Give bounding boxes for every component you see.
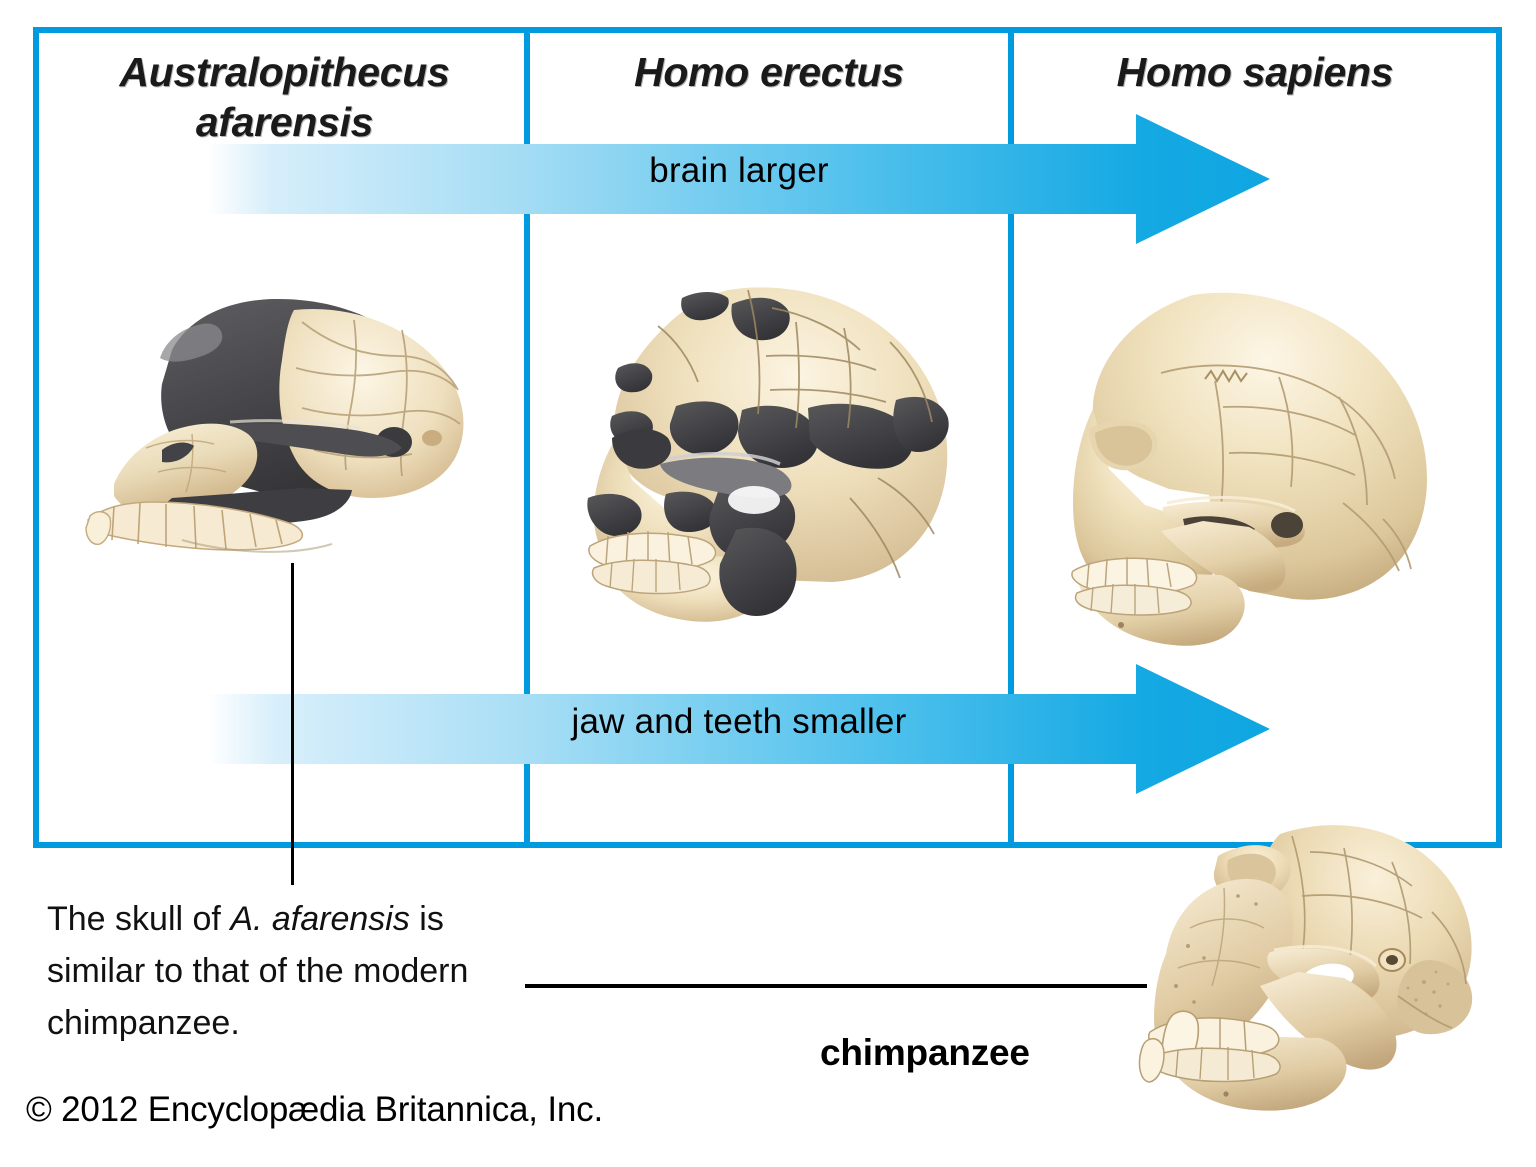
- copyright-notice: © 2012 Encyclopædia Britannica, Inc.: [26, 1090, 603, 1129]
- annotation-text-part1: The skull of: [47, 900, 231, 938]
- leader-line-caption-to-chimpanzee: [525, 984, 1147, 988]
- chimpanzee-skull-icon: [1130, 800, 1530, 1120]
- column-divider-2: [1008, 33, 1014, 842]
- column-header-australopithecus-afarensis: Australopithecus afarensis: [119, 49, 450, 146]
- annotation-species-italic: A. afarensis: [230, 900, 410, 938]
- evolution-comparison-frame: Australopithecus afarensis Homo erectus …: [33, 27, 1502, 848]
- annotation-text-part2: is similar to that of the modern chimpan…: [47, 900, 469, 1043]
- column-divider-1: [524, 33, 530, 842]
- chimpanzee-label: chimpanzee: [820, 1032, 1030, 1073]
- column-header-homo-erectus: Homo erectus: [634, 49, 904, 95]
- afarensis-chimpanzee-annotation: The skull of A. afarensis is similar to …: [47, 893, 527, 1049]
- column-header-homo-sapiens: Homo sapiens: [1116, 49, 1394, 95]
- leader-line-afarensis-to-caption: [291, 563, 294, 885]
- chimpanzee-skull-drawing: [1138, 825, 1473, 1111]
